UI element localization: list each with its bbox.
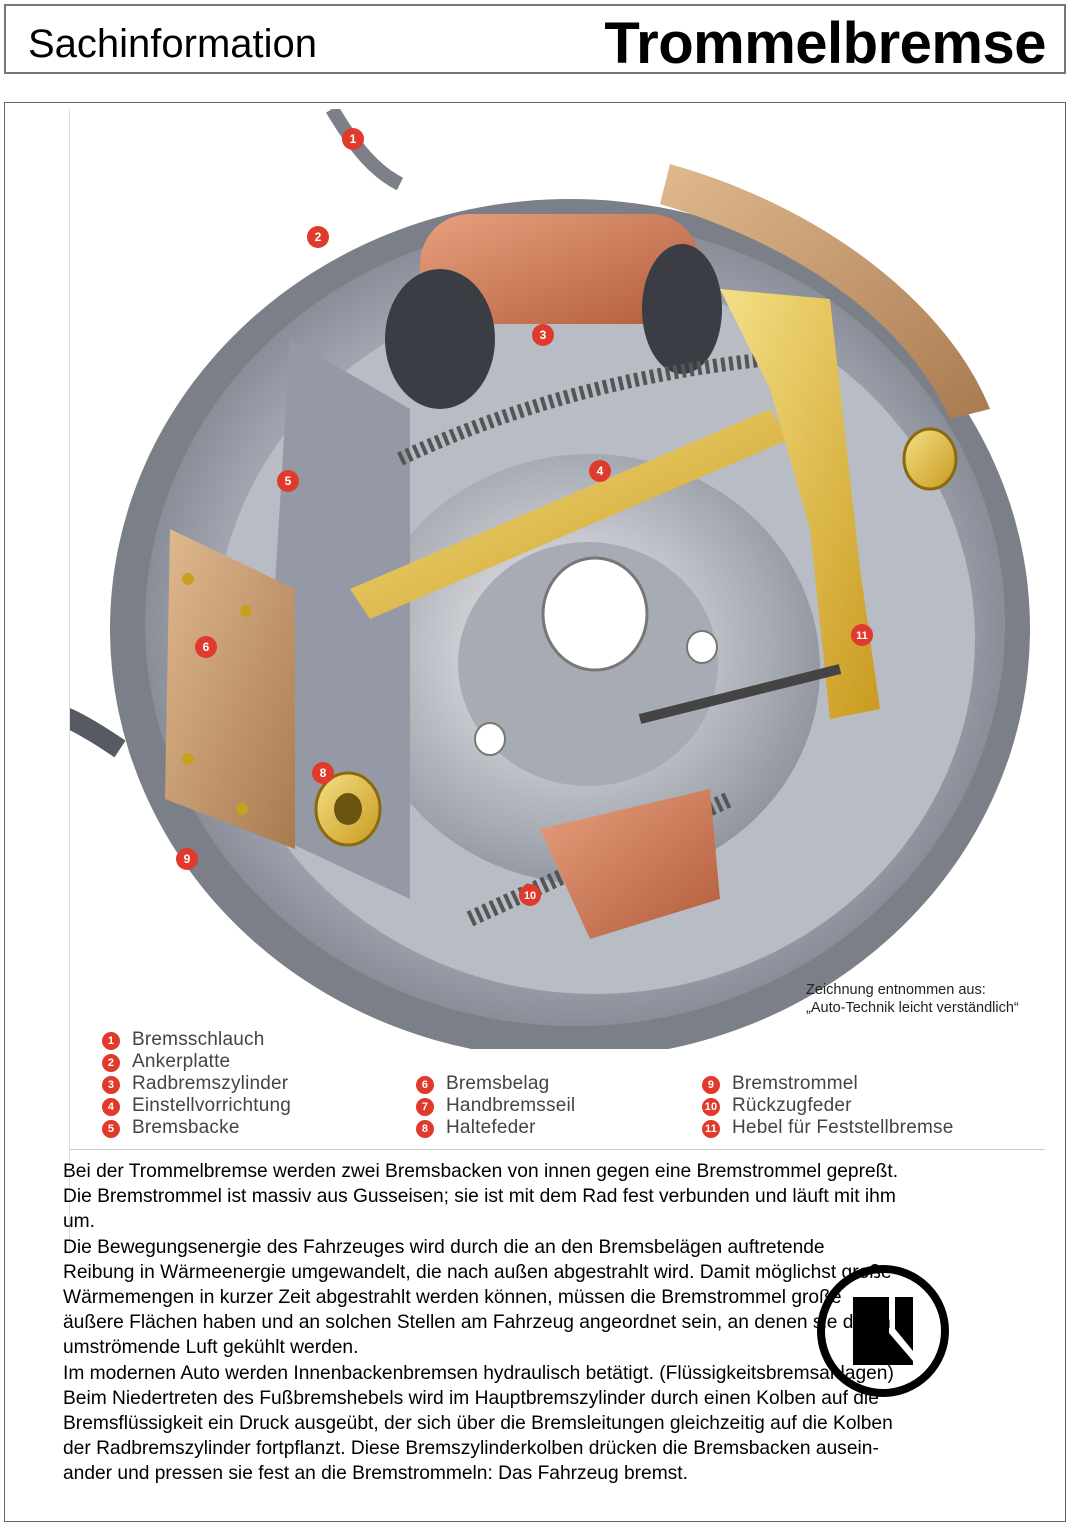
svg-text:3: 3 bbox=[540, 328, 547, 342]
upper-spring bbox=[397, 352, 771, 466]
svg-text:1: 1 bbox=[350, 132, 357, 146]
svg-text:2: 2 bbox=[315, 230, 322, 244]
callout-5: 5 bbox=[277, 470, 299, 492]
text-line: um. bbox=[63, 1211, 95, 1233]
anchor-block bbox=[540, 789, 720, 939]
content-frame: 1 2 3 4 5 6 7 8 9 10 11 Zeichnung entnom… bbox=[4, 102, 1066, 1522]
svg-text:4: 4 bbox=[597, 464, 604, 478]
callout-10: 10 bbox=[519, 884, 541, 906]
lever-cable bbox=[638, 664, 842, 724]
text-line: Bremsflüssigkeit ein Druck ausgeübt, der… bbox=[63, 1413, 893, 1435]
image-credit: Zeichnung entnommen aus: „Auto-Technik l… bbox=[806, 981, 1019, 1017]
brake-hose bbox=[325, 109, 404, 191]
cylinder-piston-right bbox=[642, 244, 722, 374]
header-label: Sachinformation bbox=[28, 22, 318, 66]
credit-line-1: Zeichnung entnommen aus: bbox=[806, 982, 986, 998]
page-header: Sachinformation Trommelbremse bbox=[4, 4, 1066, 76]
svg-text:5: 5 bbox=[285, 474, 292, 488]
publisher-logo bbox=[817, 1265, 949, 1397]
callout-11: 11 bbox=[851, 624, 873, 646]
svg-text:11: 11 bbox=[856, 630, 868, 642]
drum-brake-illustration: 1 2 3 4 5 6 7 8 9 10 11 Zeichnung entnom… bbox=[69, 109, 1048, 1255]
callout-markers: 1 2 3 4 5 6 7 8 9 10 11 bbox=[176, 128, 873, 906]
text-line: Bei der Trommelbremse werden zwei Bremsb… bbox=[63, 1161, 899, 1182]
text-line: ander und pressen sie fest an die Bremst… bbox=[63, 1463, 688, 1485]
svg-text:8: 8 bbox=[320, 766, 327, 780]
text-line: äußere Flächen haben und an solchen Stel… bbox=[63, 1312, 891, 1334]
callout-3: 3 bbox=[532, 324, 554, 346]
parking-brake-lever bbox=[720, 289, 880, 719]
drum-brake-drawing: 1 2 3 4 5 6 7 8 9 10 11 bbox=[70, 109, 1030, 1049]
text-line: Die Bremstrommel ist massiv aus Gusseise… bbox=[63, 1186, 896, 1208]
cylinder-piston bbox=[385, 269, 495, 409]
callout-2: 2 bbox=[307, 226, 329, 248]
text-line: umströmende Luft gekühlt werden. bbox=[63, 1337, 359, 1359]
bolt-hole bbox=[474, 722, 506, 756]
callout-4: 4 bbox=[589, 460, 611, 482]
explanation-text: Bei der Trommelbremse werden zwei Bremsb… bbox=[63, 1159, 1063, 1487]
text-line: Beim Niedertreten des Fußbremshebels wir… bbox=[63, 1387, 879, 1409]
bolt-hole bbox=[686, 630, 718, 664]
text-line: der Radbremszylinder fortpflanzt. Diese … bbox=[63, 1438, 879, 1460]
callout-6: 6 bbox=[195, 636, 217, 658]
handbrake-cable bbox=[70, 707, 126, 758]
text-line: Die Bewegungsenergie des Fahrzeuges wird… bbox=[63, 1236, 825, 1258]
brake-lining-upper bbox=[660, 164, 990, 419]
callout-9: 9 bbox=[176, 848, 198, 870]
page-title: Trommelbremse bbox=[604, 11, 1046, 76]
text-line: Reibung in Wärmeenergie umgewandelt, die… bbox=[63, 1261, 892, 1283]
text-line: Wärmemengen in kurzer Zeit abgestrahlt w… bbox=[63, 1287, 842, 1309]
credit-line-2: „Auto-Technik leicht verständlich“ bbox=[806, 1000, 1019, 1016]
brake-lining bbox=[165, 529, 295, 849]
wheel-brake-cylinder bbox=[420, 214, 700, 324]
adjuster bbox=[350, 409, 790, 619]
hub-center-hole bbox=[541, 556, 649, 672]
text-line: Im modernen Auto werden Innenbackenbrems… bbox=[63, 1362, 894, 1384]
callout-8: 8 bbox=[312, 762, 334, 784]
svg-text:9: 9 bbox=[184, 852, 191, 866]
svg-text:6: 6 bbox=[203, 640, 210, 654]
svg-text:10: 10 bbox=[524, 890, 536, 902]
figure-divider bbox=[69, 1149, 1045, 1150]
callout-1: 1 bbox=[342, 128, 364, 150]
